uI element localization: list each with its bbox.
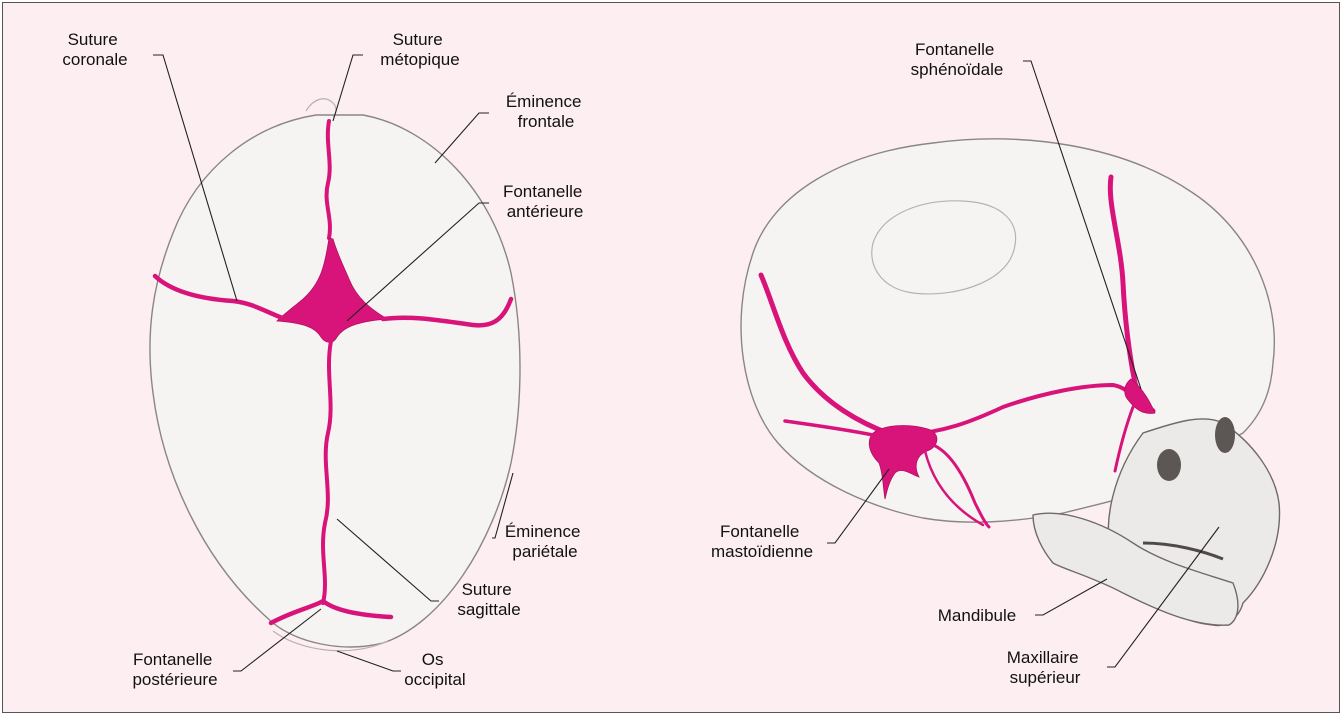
leader-os-occipital: [337, 651, 401, 671]
skull-top-view: [150, 99, 520, 651]
label-fontanelle-anterieure: Fontanelle antérieure: [503, 182, 587, 221]
skull-side-view: [741, 139, 1279, 626]
label-suture-sagittale: Suture sagittale: [457, 580, 520, 619]
label-eminence-parietale: Éminence pariétale: [505, 522, 585, 561]
label-os-occipital: Os occipital: [404, 650, 465, 689]
label-maxillaire-superieur: Maxillaire supérieur: [1007, 648, 1084, 687]
label-eminence-frontale: Éminence frontale: [506, 92, 586, 131]
leader-mandibule: [1035, 579, 1107, 615]
orbit-right: [1215, 417, 1235, 453]
skull-diagram: Suture coronale Suture métopique Éminenc…: [3, 3, 1339, 712]
label-fontanelle-posterieure: Fontanelle postérieure: [132, 650, 217, 689]
nasal-bump: [306, 99, 336, 117]
label-mandibule: Mandibule: [938, 606, 1016, 625]
label-fontanelle-mastoidienne: Fontanelle mastoïdienne: [711, 522, 813, 561]
leader-suture-metopique: [333, 55, 363, 121]
label-suture-metopique: Suture métopique: [380, 30, 459, 69]
label-suture-coronale: Suture coronale: [62, 30, 127, 69]
orbit-left: [1157, 449, 1181, 481]
label-fontanelle-sphenoidale: Fontanelle sphénoïdale: [911, 40, 1004, 79]
